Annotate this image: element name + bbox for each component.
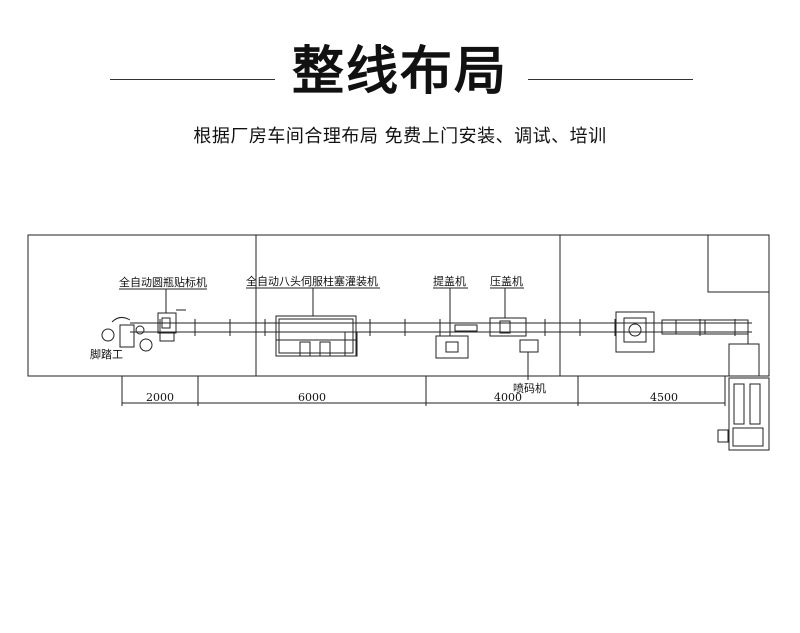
title-rule-right	[528, 79, 693, 80]
svg-text:压盖机: 压盖机	[490, 274, 523, 288]
dimension-3: 4000	[494, 391, 522, 404]
bottle-unscrambler	[101, 316, 153, 352]
dimension-ticks	[121, 376, 726, 406]
dimension-1: 2000	[146, 391, 174, 404]
label-coder: 喷码机	[513, 381, 546, 395]
dimension-4: 4500	[650, 391, 678, 404]
cap-elevator	[435, 300, 478, 359]
capping-machine	[489, 296, 539, 353]
packing-station	[717, 332, 770, 451]
label-cap-elevator: 提盖机	[433, 274, 468, 300]
floor-plan-frame	[27, 234, 770, 377]
label-labeling-machine: 全自动圆瓶贴标机	[119, 275, 207, 300]
title-rule-left	[110, 79, 275, 80]
conveyor-supports	[159, 319, 736, 336]
dimension-2: 6000	[298, 391, 326, 404]
page-title: 整线布局	[291, 42, 508, 102]
labeling-machine	[157, 300, 186, 342]
page-subtitle: 根据厂房车间合理布局 免费上门安装、调试、培训	[193, 126, 607, 147]
label-filling-machine: 全自动八头伺服柱塞灌装机	[246, 274, 380, 316]
label-capping-machine: 压盖机	[490, 274, 524, 296]
svg-text:全自动圆瓶贴标机: 全自动圆瓶贴标机	[119, 275, 207, 289]
filling-machine	[275, 315, 358, 357]
sealing-unit	[615, 311, 749, 353]
label-worker: 脚踏工	[90, 347, 123, 361]
svg-text:全自动八头伺服柱塞灌装机: 全自动八头伺服柱塞灌装机	[246, 274, 378, 288]
corner-room	[707, 234, 770, 293]
svg-text:提盖机: 提盖机	[433, 274, 466, 288]
